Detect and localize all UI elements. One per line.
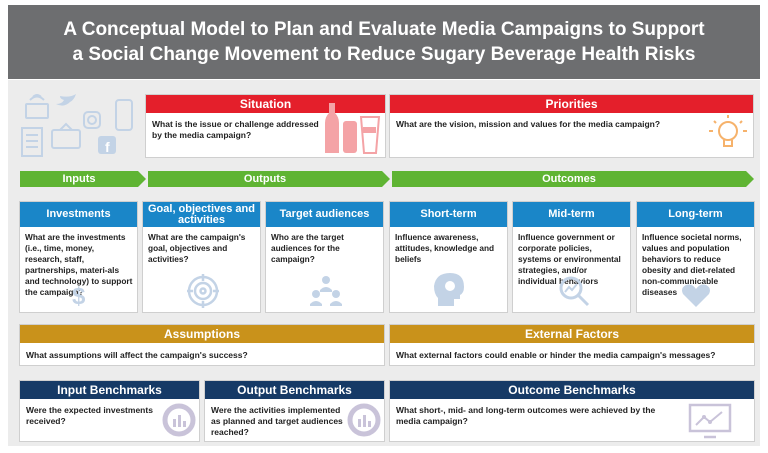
target-icon — [187, 274, 219, 308]
goal-header: Goal, objectives and activities — [143, 202, 260, 227]
short-term-text: Influence awareness, attitudes, knowledg… — [395, 232, 495, 264]
outcomes-arrow: Outcomes — [392, 171, 746, 187]
assumptions-question: What assumptions will affect the campaig… — [26, 350, 248, 360]
twitter-icon — [56, 94, 76, 106]
target-audiences-header: Target audiences — [266, 202, 383, 227]
input-benchmark-chart-icon — [162, 403, 196, 437]
media-icons-cluster: f — [18, 90, 142, 162]
investments-header: Investments — [20, 202, 137, 227]
outputs-arrow: Outputs — [148, 171, 382, 187]
long-term-text: Influence societal norms, values and pop… — [642, 232, 742, 297]
title-line-2: a Social Change Movement to Reduce Sugar… — [72, 44, 696, 65]
dollar-icon: $ — [72, 283, 86, 310]
target-audiences-column: Target audiences Who are the target audi… — [265, 201, 384, 313]
svg-text:f: f — [105, 139, 110, 155]
outcome-benchmarks-question: What short-, mid- and long-term outcomes… — [396, 405, 656, 426]
page-title: A Conceptual Model to Plan and Evaluate … — [8, 5, 760, 79]
facebook-icon — [98, 136, 116, 154]
external-factors-header: External Factors — [390, 325, 754, 343]
phone-icon — [115, 99, 133, 131]
input-benchmarks-panel: Input Benchmarks Were the expected inves… — [19, 380, 200, 442]
output-benchmarks-header: Output Benchmarks — [205, 381, 384, 399]
output-benchmarks-question: Were the activities implemented as plann… — [211, 405, 343, 437]
head-lightbulb-icon — [434, 273, 464, 306]
goal-text: What are the campaign's goal, objectives… — [148, 232, 246, 264]
input-benchmarks-header: Input Benchmarks — [20, 381, 199, 399]
monitor-chart-icon — [688, 403, 732, 439]
priorities-panel: Priorities What are the vision, mission … — [389, 94, 754, 158]
magnifier-chart-icon — [559, 276, 590, 307]
situation-header: Situation — [146, 95, 385, 113]
mid-term-header: Mid-term — [513, 202, 630, 227]
external-factors-question: What external factors could enable or hi… — [396, 350, 716, 360]
outputs-arrow-tip — [382, 171, 390, 187]
newspaper-icon — [21, 127, 43, 157]
target-audiences-text: Who are the target audiences for the cam… — [271, 232, 344, 264]
tv-icon — [51, 129, 81, 149]
long-term-header: Long-term — [637, 202, 754, 227]
output-benchmarks-panel: Output Benchmarks Were the activities im… — [204, 380, 385, 442]
external-factors-panel: External Factors What external factors c… — [389, 324, 755, 366]
svg-text:$: $ — [72, 283, 86, 310]
inputs-arrow-tip — [138, 171, 146, 187]
audience-icon — [310, 276, 342, 306]
assumptions-panel: Assumptions What assumptions will affect… — [19, 324, 385, 366]
investments-text: What are the investments (i.e., time, mo… — [25, 232, 133, 297]
sugary-drinks-icon — [325, 103, 381, 154]
wifi-icon — [29, 94, 45, 101]
mid-term-text: Influence government or corporate polici… — [518, 232, 621, 286]
lightbulb-icon — [709, 115, 747, 147]
long-term-column: Long-term Influence societal norms, valu… — [636, 201, 755, 313]
heart-icon — [682, 284, 710, 307]
outcome-benchmarks-panel: Outcome Benchmarks What short-, mid- and… — [389, 380, 755, 442]
outcome-benchmarks-header: Outcome Benchmarks — [390, 381, 754, 399]
outcomes-label: Outcomes — [542, 173, 596, 185]
short-term-header: Short-term — [390, 202, 507, 227]
output-benchmark-chart-icon — [347, 403, 381, 437]
priorities-question: What are the vision, mission and values … — [396, 119, 661, 129]
title-line-1: A Conceptual Model to Plan and Evaluate … — [63, 19, 705, 40]
outcomes-arrow-tip — [746, 171, 754, 187]
inputs-arrow: Inputs — [20, 171, 138, 187]
inputs-label: Inputs — [62, 173, 96, 185]
assumptions-header: Assumptions — [20, 325, 384, 343]
router-icon — [25, 103, 49, 119]
input-benchmarks-question: Were the expected investments received? — [26, 405, 153, 426]
investments-column: Investments What are the investments (i.… — [19, 201, 138, 313]
goal-column: Goal, objectives and activities What are… — [142, 201, 261, 313]
situation-question: What is the issue or challenge addressed… — [152, 119, 319, 140]
outputs-label: Outputs — [243, 173, 287, 185]
situation-panel: Situation What is the issue or challenge… — [145, 94, 386, 158]
short-term-column: Short-term Influence awareness, attitude… — [389, 201, 508, 313]
priorities-header: Priorities — [390, 95, 753, 113]
instagram-icon — [83, 111, 101, 129]
mid-term-column: Mid-term Influence government or corpora… — [512, 201, 631, 313]
